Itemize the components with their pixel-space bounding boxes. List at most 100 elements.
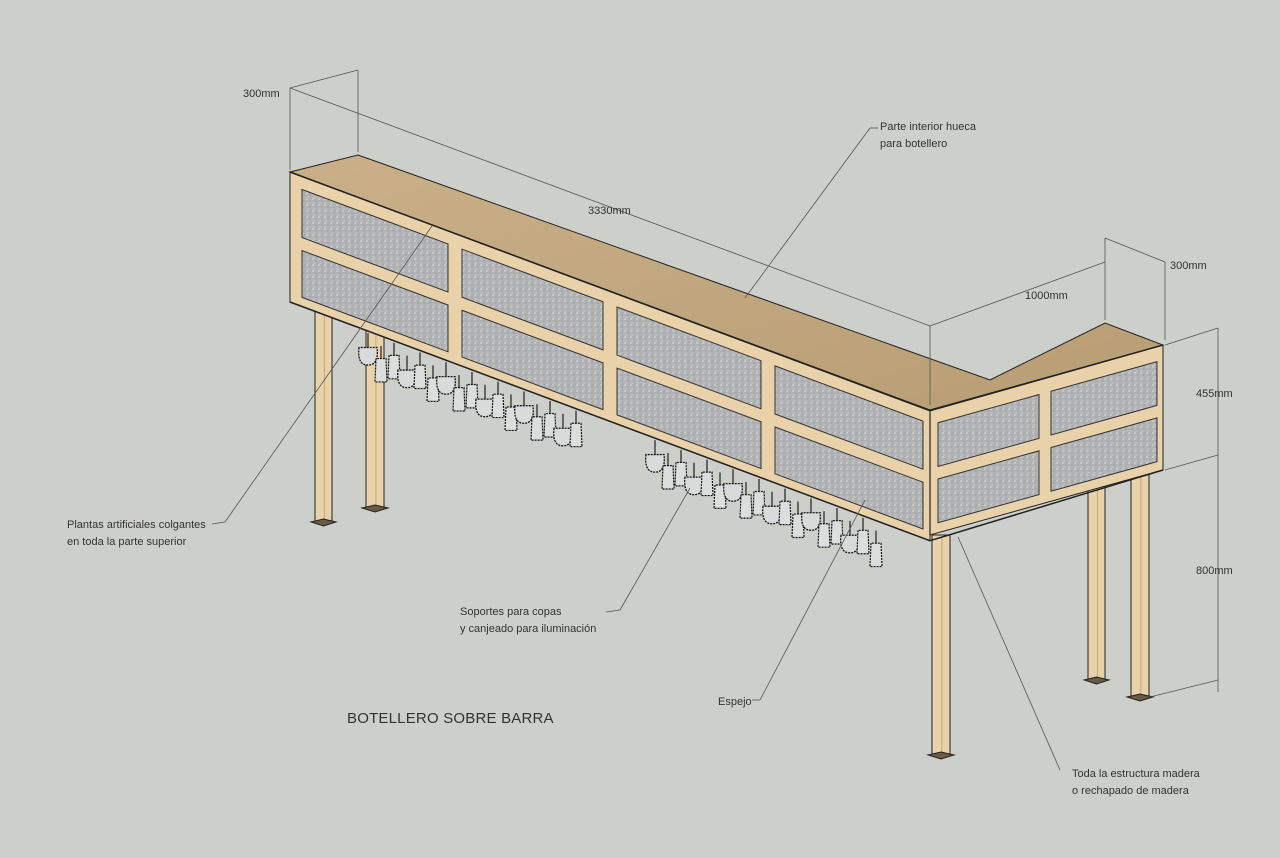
leader-line xyxy=(211,521,226,525)
flute-glass xyxy=(465,371,479,409)
dimension-lines xyxy=(211,69,1219,771)
glass-bowl xyxy=(413,364,427,390)
glass-bowl xyxy=(762,505,782,525)
hanging-glasses xyxy=(358,333,883,568)
flute-glass xyxy=(791,501,805,539)
wine-glass xyxy=(645,440,665,473)
glass-bowl xyxy=(661,464,675,490)
annotation-line: o rechapado de madera xyxy=(1072,785,1189,797)
flute-glass xyxy=(452,375,466,412)
mirror-panel xyxy=(301,188,449,293)
wine-glass xyxy=(723,469,743,502)
glass-bowl xyxy=(723,482,743,502)
wine-glass xyxy=(514,391,534,424)
glass-bowl xyxy=(504,406,518,432)
leader-line xyxy=(605,609,621,613)
glass-bowl xyxy=(514,405,534,424)
glass-bowl xyxy=(426,377,440,402)
glass-bowl xyxy=(817,523,831,548)
annotation-line: para botellero xyxy=(880,138,948,150)
mirror-panel xyxy=(937,450,1040,524)
flute-glass xyxy=(817,511,831,548)
glass-bowl xyxy=(713,484,727,509)
mirror-panel xyxy=(774,365,924,470)
mirror-panel xyxy=(1050,417,1158,492)
glass-bowl xyxy=(752,490,766,516)
glass-bowl xyxy=(840,534,860,554)
wine-glass xyxy=(840,520,860,554)
mirror-panel xyxy=(461,248,604,351)
dimension-line xyxy=(1104,237,1166,263)
flute-glass xyxy=(752,478,766,516)
leg xyxy=(931,534,951,756)
wine-glass xyxy=(762,491,782,525)
glass-bowl xyxy=(791,513,805,539)
annotation-mirror: Espejo xyxy=(718,696,752,708)
leader-line xyxy=(744,127,871,299)
flute-glass xyxy=(778,488,792,526)
glass-bowl xyxy=(374,357,388,383)
flute-glass xyxy=(739,482,753,519)
dim-height-lower: 800mm xyxy=(1196,565,1233,577)
leg-foot xyxy=(309,518,338,527)
flute-glass xyxy=(543,400,557,438)
dimension-line xyxy=(289,69,359,89)
dimension-line xyxy=(289,87,931,327)
flute-glass xyxy=(491,381,505,419)
glass-bowl xyxy=(491,393,505,419)
leader-line xyxy=(619,487,691,611)
glass-bowl xyxy=(801,512,821,531)
leader-line xyxy=(224,225,433,523)
leg xyxy=(314,304,333,523)
annotation-wood-structure: Toda la estructura madera o rechapado de… xyxy=(1072,766,1200,800)
bottom-edge xyxy=(289,301,1164,542)
glass-bowl xyxy=(543,412,557,438)
annotation-line: en toda la parte superior xyxy=(67,536,187,548)
glass-bowl xyxy=(475,398,495,418)
annotation-line: y canjeado para iluminación xyxy=(460,623,597,635)
annotation-hollow-interior: Parte interior hueca para botellero xyxy=(880,119,976,153)
flute-glass xyxy=(530,404,544,441)
leg xyxy=(1130,471,1150,698)
flute-glass xyxy=(374,345,388,383)
glass-bowl xyxy=(674,461,688,487)
annotation-line: Plantas artificiales colgantes xyxy=(67,519,206,531)
annotation-line: Parte interior hueca xyxy=(880,121,976,133)
flute-glass xyxy=(569,410,583,448)
flute-glass xyxy=(674,449,688,487)
glass-bowl xyxy=(856,529,870,555)
flute-glass xyxy=(387,342,401,380)
leg-foot xyxy=(926,751,956,760)
wine-glass xyxy=(801,498,821,531)
glass-bowl xyxy=(739,494,753,519)
glass-bowl xyxy=(465,383,479,409)
annotation-artificial-plants: Plantas artificiales colgantes en toda l… xyxy=(67,517,206,551)
glass-bowl xyxy=(830,520,844,545)
leg-foot xyxy=(360,504,390,513)
extension-line xyxy=(1149,679,1219,698)
shelf-body xyxy=(288,154,1165,542)
glass-bowl xyxy=(358,346,378,366)
leg xyxy=(1087,479,1106,681)
glass-bowl xyxy=(452,387,466,412)
dimension-line xyxy=(929,261,1106,327)
dim-depth-left: 300mm xyxy=(243,88,280,100)
mirror-panel xyxy=(1050,361,1158,436)
annotation-line: Soportes para copas xyxy=(460,606,562,618)
wine-glass xyxy=(436,362,456,395)
flute-glass xyxy=(869,530,883,568)
glass-bowl xyxy=(436,375,456,395)
glass-bowl xyxy=(397,369,417,389)
flute-glass xyxy=(700,459,714,497)
glass-bowl xyxy=(387,354,401,380)
flute-glass xyxy=(661,452,675,490)
mirror-panel xyxy=(461,309,604,411)
leader-line xyxy=(957,536,1061,771)
flute-glass xyxy=(713,472,727,509)
extension-line xyxy=(1164,327,1219,346)
dim-depth-right: 300mm xyxy=(1170,260,1207,272)
flute-glass xyxy=(830,508,844,545)
wine-glass xyxy=(475,384,495,418)
mirror-panel xyxy=(301,249,449,353)
